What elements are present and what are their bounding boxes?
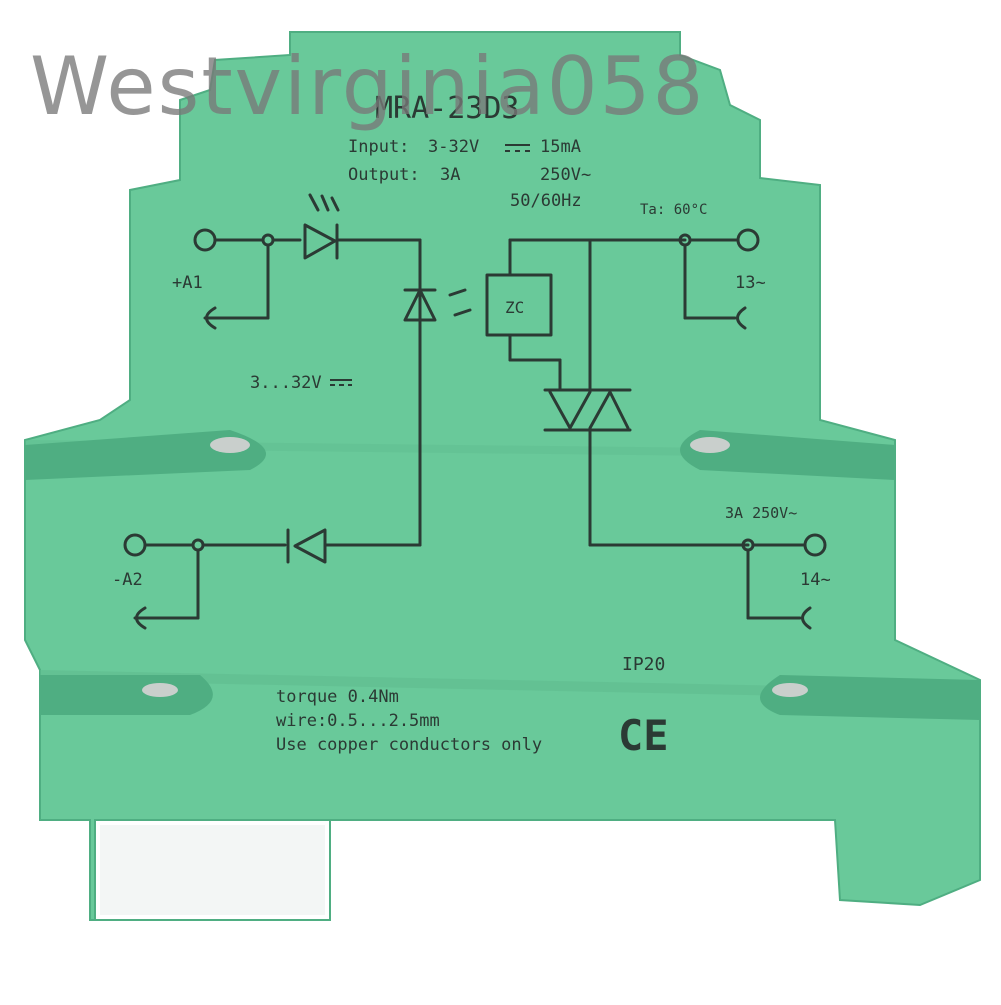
terminal-13-label: 13~ (735, 273, 766, 293)
input-label: Input: (348, 137, 409, 157)
input-range-label: 3...32V (250, 373, 322, 393)
output-current: 3A (440, 165, 460, 185)
output-voltage: 250V~ (540, 165, 591, 185)
wire-text: wire:0.5...2.5mm (276, 711, 440, 731)
output-label: Output: (348, 165, 420, 185)
output-frequency: 50/60Hz (510, 191, 582, 211)
ip-rating: IP20 (622, 654, 665, 675)
terminal-a2-label: -A2 (112, 570, 143, 590)
temperature-rating: Ta: 60°C (640, 202, 707, 218)
torque-text: torque 0.4Nm (276, 687, 399, 707)
input-voltage: 3-32V (428, 137, 479, 157)
dc-symbol-range (330, 379, 352, 386)
terminal-a1-label: +A1 (172, 273, 203, 293)
output-rating: 3A 250V~ (725, 504, 797, 522)
led-arrows (308, 193, 340, 212)
schematic (123, 193, 827, 630)
dc-symbol (505, 144, 530, 152)
zc-label: ZC (505, 298, 524, 317)
ce-mark: CE (618, 711, 669, 760)
copper-text: Use copper conductors only (276, 735, 542, 755)
model-text: MRA-23D3 (375, 91, 520, 126)
input-current: 15mA (540, 137, 581, 157)
terminal-14-label: 14~ (800, 570, 831, 590)
